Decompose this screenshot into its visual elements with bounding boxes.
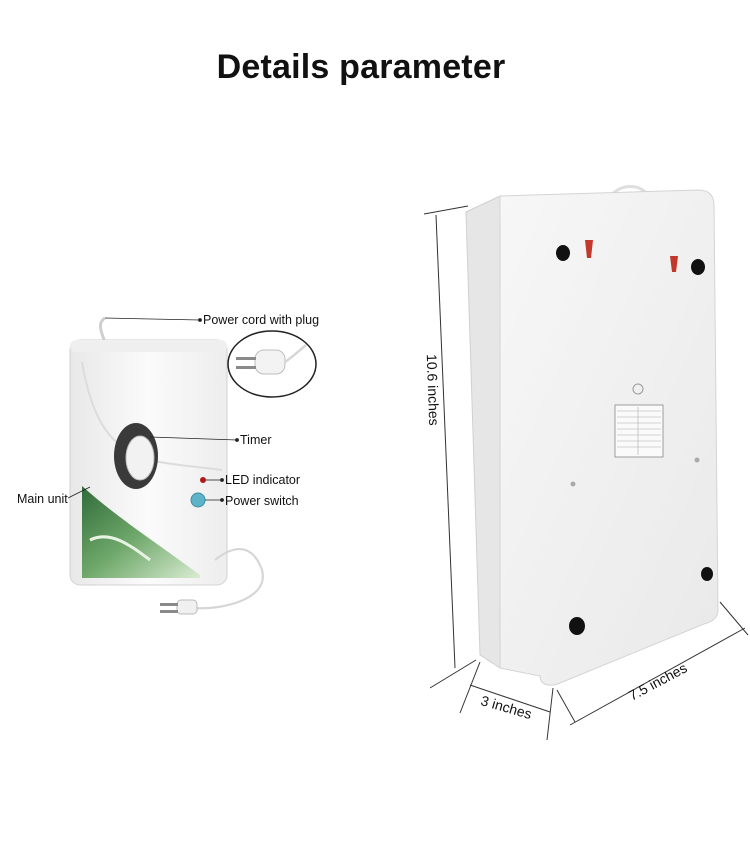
bottom-plug — [160, 599, 198, 615]
led-light — [200, 477, 206, 483]
label-led: LED indicator — [225, 473, 300, 487]
timer-knob — [114, 423, 158, 489]
front-device — [69, 316, 264, 615]
label-main-unit: Main unit — [17, 492, 68, 506]
label-power-switch: Power switch — [225, 494, 299, 508]
plug-inset — [227, 330, 317, 398]
dimension-lines — [423, 205, 749, 741]
back-device — [465, 185, 719, 686]
label-power-cord: Power cord with plug — [203, 313, 319, 327]
callout-lines — [67, 318, 239, 502]
spec-sticker — [614, 404, 664, 458]
dimension-height: 10.6 inches — [424, 354, 442, 426]
power-switch-button — [190, 492, 206, 508]
page-title: Details parameter — [216, 48, 506, 86]
label-timer: Timer — [240, 433, 271, 447]
dimension-width: 7.5 inches — [626, 660, 690, 704]
